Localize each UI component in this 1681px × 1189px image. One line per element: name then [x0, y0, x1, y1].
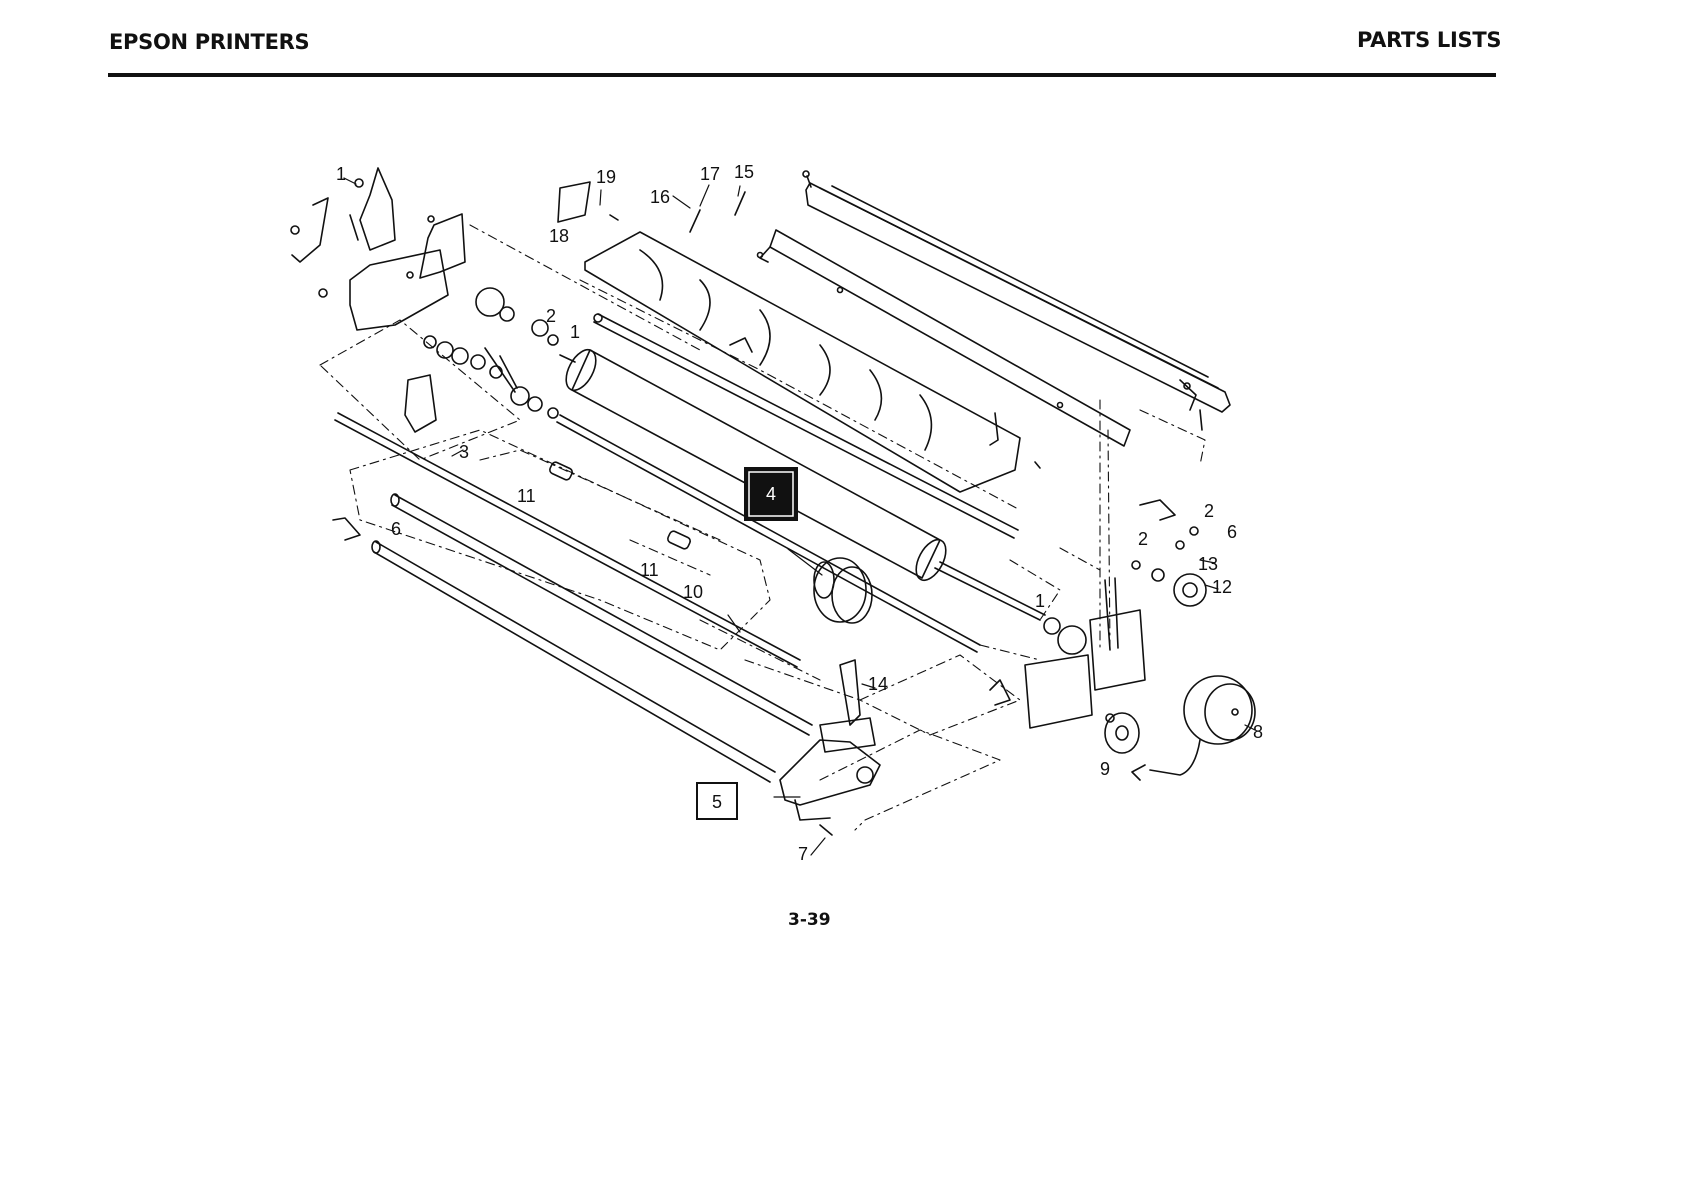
- boxed-callout-4-label: 4: [766, 484, 776, 504]
- left-gear-train: [424, 288, 558, 418]
- callout-11-upper: 11: [517, 486, 536, 506]
- callout-15: 15: [734, 162, 754, 182]
- callout-12: 12: [1212, 577, 1232, 597]
- right-side-frame: [990, 500, 1206, 728]
- lower-lever-assembly: [780, 740, 880, 835]
- boxed-callout-5-label: 5: [712, 792, 722, 812]
- callout-1-right: 1: [1035, 591, 1045, 611]
- boxed-callout-5: 5: [697, 783, 737, 819]
- callout-14: 14: [868, 674, 888, 694]
- rod-4: [372, 541, 775, 782]
- callout-6-left: 6: [391, 519, 401, 539]
- carriage-bracket: [820, 660, 875, 752]
- idler-gear: [1105, 713, 1139, 753]
- callout-1-top-left: 1: [336, 164, 346, 184]
- callout-9: 9: [1100, 759, 1110, 779]
- callout-7: 7: [798, 844, 808, 864]
- callout-2-upper: 2: [546, 306, 556, 326]
- callout-3: 3: [459, 442, 469, 462]
- top-frame-rail: [803, 171, 1230, 430]
- callout-13: 13: [1198, 554, 1218, 574]
- callout-2-right-lower: 2: [1138, 529, 1148, 549]
- paper-guide-plate: [585, 230, 1130, 492]
- boxed-callout-4: 4: [745, 468, 797, 520]
- rod-1: [557, 415, 980, 652]
- callout-10: 10: [683, 582, 703, 602]
- callout-18: 18: [549, 226, 569, 246]
- rod-3: [391, 494, 812, 735]
- callout-8: 8: [1253, 722, 1263, 742]
- callout-19: 19: [596, 167, 616, 187]
- bushing-b: [666, 530, 691, 550]
- upper-shaft: [594, 314, 1018, 538]
- page-number: 3-39: [788, 910, 831, 930]
- callout-16: 16: [650, 187, 670, 207]
- callout-leader-lines: [344, 178, 1255, 855]
- callout-6-right: 6: [1227, 522, 1237, 542]
- callout-1-upper: 1: [570, 322, 580, 342]
- motor: [1132, 676, 1255, 780]
- callout-11-lower: 11: [640, 560, 659, 580]
- rod-2: [335, 413, 800, 667]
- callout-17: 17: [700, 164, 720, 184]
- callout-2-right-upper: 2: [1204, 501, 1214, 521]
